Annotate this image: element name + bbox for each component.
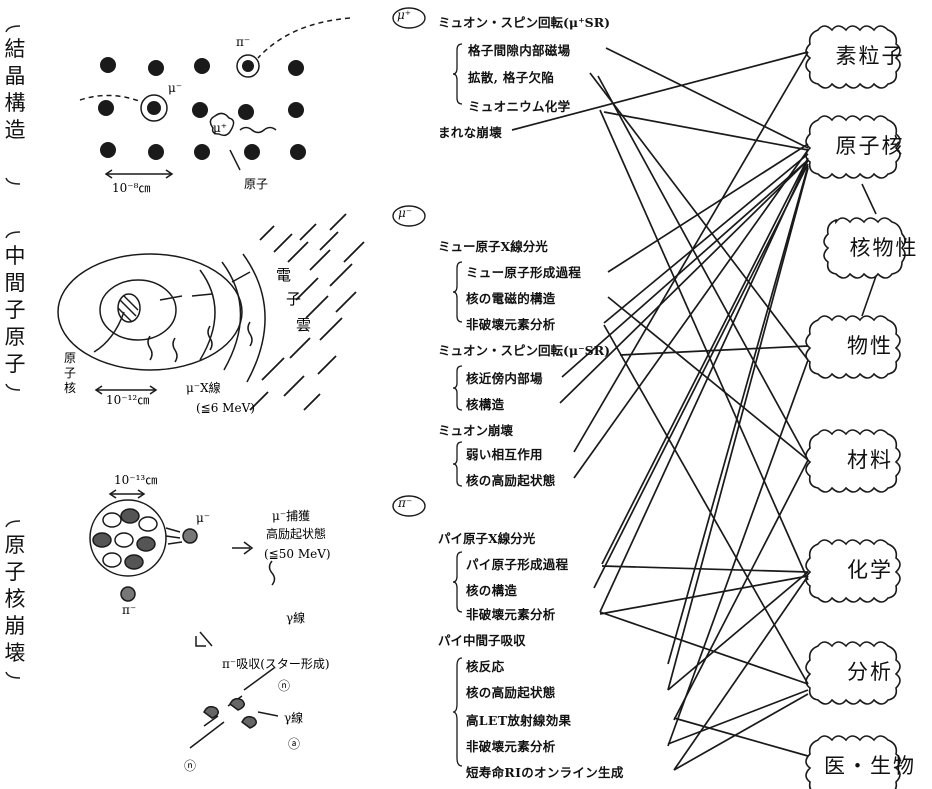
section-head: ミュオン・スピン回転(μ⁻SR) xyxy=(438,340,610,359)
bracket-bottom xyxy=(6,672,20,678)
electron-cloud-hatching xyxy=(250,214,364,410)
electron-cloud-char-3: 雲 xyxy=(296,316,311,334)
nuc-capture-label: μ⁻捕獲 xyxy=(272,508,310,523)
nucleus-pointer xyxy=(94,312,124,352)
nuc-pi-absorb-label: π⁻吸収(スター形成) xyxy=(222,657,330,671)
topic-item: パイ原子形成過程 xyxy=(466,554,568,573)
domain-nuclear-solid-state: 核物性 xyxy=(836,232,932,262)
nuc-mu-label: μ⁻ xyxy=(196,511,210,525)
connection-lines xyxy=(512,48,808,770)
topic-item: 核反応 xyxy=(466,656,504,675)
topic-item: ミュオニウム化学 xyxy=(468,96,570,115)
topic-item: 核構造 xyxy=(466,394,504,413)
electron-cloud-char-2: 子 xyxy=(286,290,301,308)
mesic-xray-label: μ⁻X線 xyxy=(186,380,221,395)
topic-item: 短寿命RIのオンライン生成 xyxy=(466,762,624,781)
topic-item: 非破壊元素分析 xyxy=(466,314,556,333)
mesic-nucleus-label-2: 子 xyxy=(64,366,76,380)
topic-item: 拡散, 格子欠陥 xyxy=(468,67,554,86)
nuc-gamma2-label: γ線 xyxy=(284,710,303,725)
nuc-alpha-label: ⓐ xyxy=(288,737,300,751)
bracket-bottom xyxy=(6,384,20,390)
bracket-top xyxy=(6,26,20,32)
mesic-nucleus-label-3: 核 xyxy=(64,381,76,395)
topic-item: 核の電磁的構造 xyxy=(466,288,556,307)
topic-item: 非破壊元素分析 xyxy=(466,604,556,623)
section-head: ミュー原子X線分光 xyxy=(438,236,548,255)
pi-track xyxy=(258,18,350,58)
topic-item: まれな崩壊 xyxy=(438,122,502,141)
domain-materials: 材料 xyxy=(822,444,918,474)
crystal-scale-label: 10⁻⁸㎝ xyxy=(112,181,150,195)
bracket-bottom xyxy=(6,178,20,184)
crystal-atom-label: 原子 xyxy=(244,177,268,191)
bracket-top xyxy=(6,521,20,527)
electron-cloud-char-1: 電 xyxy=(276,266,291,284)
section-head: パイ原子X線分光 xyxy=(438,528,535,547)
atom-pointer xyxy=(230,150,240,170)
mesic-atom-figure xyxy=(58,254,265,394)
section-head: ミュオン・スピン回転(μ⁺SR) xyxy=(438,12,610,31)
domain-condensed-matter: 物性 xyxy=(822,330,918,360)
nuc-n1-label: ⓝ xyxy=(278,679,290,693)
nuc-energy-label: (≦50 MeV) xyxy=(264,547,331,561)
section-symbol-piminus: π⁻ xyxy=(398,496,412,510)
crystal-mu-label: μ⁻ xyxy=(168,81,182,95)
mesic-energy-label: (≦6 MeV) xyxy=(196,401,255,415)
crystal-lattice xyxy=(98,57,306,160)
domain-medicine-biology: 医・生物 xyxy=(822,750,918,780)
topic-item: 格子間隙内部磁場 xyxy=(468,40,570,59)
mesic-scale-label: 10⁻¹²㎝ xyxy=(106,393,149,407)
topic-item: 核の構造 xyxy=(466,580,517,599)
topic-item: ミュー原子形成過程 xyxy=(466,262,581,281)
topic-item: 高LET放射線効果 xyxy=(466,710,571,729)
topic-item: 非破壊元素分析 xyxy=(466,736,556,755)
mesic-nucleus-label-1: 原 xyxy=(64,351,76,365)
nuc-gamma-label: γ線 xyxy=(286,610,305,625)
wavy-line xyxy=(240,128,276,133)
domain-nuclear-physics: 原子核 xyxy=(822,130,918,160)
domain-chemistry: 化学 xyxy=(822,554,918,584)
topic-item: 弱い相互作用 xyxy=(466,444,543,463)
topic-item: 核近傍内部場 xyxy=(466,368,543,387)
section-head: ミュオン崩壊 xyxy=(438,420,513,439)
section-symbol-muplus: μ⁺ xyxy=(397,8,411,22)
topic-item: 核の高励起状態 xyxy=(466,682,556,701)
nuc-excited-label: 高励起状態 xyxy=(266,526,326,541)
nuclear-figure xyxy=(90,490,278,748)
domain-analysis: 分析 xyxy=(822,656,918,686)
crystal-pi-label: π⁻ xyxy=(236,35,250,49)
crystal-muplus-label: μ⁺ xyxy=(213,121,227,135)
mu-track xyxy=(80,95,142,102)
section-symbol-muminus: μ⁻ xyxy=(398,206,412,220)
nuc-n2-label: ⓝ xyxy=(184,759,196,773)
nuc-scale-label: 10⁻¹³㎝ xyxy=(114,473,157,487)
nuc-pi-label: π⁻ xyxy=(122,603,136,617)
domain-particle-physics: 素粒子 xyxy=(822,40,918,70)
bracket-top xyxy=(6,232,20,238)
section-head: パイ中間子吸収 xyxy=(438,630,526,649)
topic-item: 核の高励起状態 xyxy=(466,470,556,489)
